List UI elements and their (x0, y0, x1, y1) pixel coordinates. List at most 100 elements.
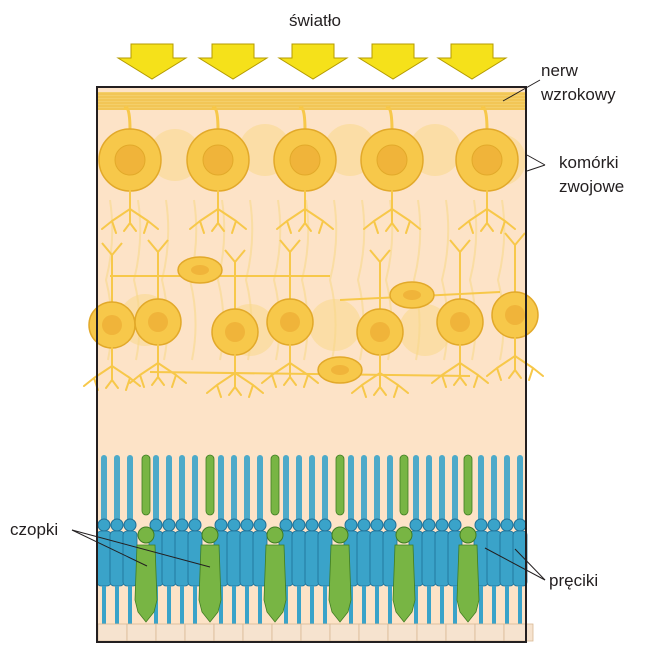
rod-nucleus (383, 518, 397, 532)
ganglion-leader-top (526, 154, 546, 166)
rod-nucleus (357, 518, 371, 532)
rod-inner-segment (239, 530, 255, 587)
rod-nucleus (448, 518, 462, 532)
ganglion-nucleus (289, 144, 321, 176)
photoreceptor-layer (96, 454, 528, 624)
rod-tip (440, 586, 444, 624)
rod-nucleus (214, 518, 228, 532)
bipolar-nucleus (148, 312, 168, 332)
bipolar-dendrite (101, 242, 123, 303)
pigment-cell (503, 623, 534, 642)
ganglion-axon (211, 106, 220, 131)
rod-nucleus (97, 518, 111, 532)
rod-tip (362, 586, 366, 624)
bipolar-terminal (129, 344, 187, 388)
rod-tip (505, 586, 509, 624)
pigment-cell (474, 623, 505, 642)
rod-tip (492, 586, 496, 624)
rod-outer-segment (257, 455, 263, 525)
rod-nucleus (292, 518, 306, 532)
cone-nucleus (395, 526, 413, 544)
ganglion-nucleus (202, 144, 234, 176)
optic-nerve-label-line2: wzrokowy (540, 85, 616, 104)
rod-nucleus (513, 518, 527, 532)
cone-outer-segment (141, 454, 151, 516)
pigment-cell (97, 623, 128, 642)
rod-tip (115, 586, 119, 624)
horizontal-nucleus (403, 290, 421, 300)
rod-nucleus (487, 518, 501, 532)
cone-outer-segment (399, 454, 409, 516)
rod-inner-segment (96, 530, 112, 587)
pigment-cell (358, 623, 389, 642)
ganglion-nucleus (376, 144, 408, 176)
cone-outer-segment (335, 454, 345, 516)
rod-outer-segment (426, 455, 432, 525)
cone-nucleus (459, 526, 477, 544)
rod-tip (349, 586, 353, 624)
rod-inner-segment (421, 530, 437, 587)
rod-outer-segment (296, 455, 302, 525)
rod-tip (323, 586, 327, 624)
cone-outer-segment (205, 454, 215, 516)
bipolar-nucleus (450, 312, 470, 332)
rod-nucleus (227, 518, 241, 532)
bipolar-terminal (431, 344, 489, 388)
rod-outer-segment (374, 455, 380, 525)
rod-outer-segment (127, 455, 133, 525)
rod-tip (128, 586, 132, 624)
faded-dendrite (412, 199, 422, 361)
ganglion-axon (480, 106, 489, 131)
rod-nucleus (110, 518, 124, 532)
rod-tip (453, 586, 457, 624)
bipolar-dendrite (504, 232, 526, 293)
optic-nerve-label-line1: nerw (541, 61, 579, 80)
horizontal-process (149, 371, 471, 377)
rod-inner-segment (161, 530, 177, 587)
retina-border (96, 86, 527, 643)
bipolar-dendrite (224, 249, 246, 310)
rod-inner-segment (512, 530, 528, 587)
nerve-fiber-band (98, 92, 525, 110)
rod-leader-1 (484, 547, 546, 581)
rod-nucleus (240, 518, 254, 532)
cone-nucleus (137, 526, 155, 544)
rod-nucleus (500, 518, 514, 532)
cone-outer-segment (463, 454, 473, 516)
rod-leader-2 (514, 548, 546, 581)
pigment-cell (155, 623, 186, 642)
pigment-cell (213, 623, 244, 642)
horizontal-nucleus (191, 265, 209, 275)
rod-outer-segment (283, 455, 289, 525)
ganglion-cell-layer (98, 106, 519, 234)
rod-inner-segment (486, 530, 502, 587)
rod-tip (258, 586, 262, 624)
rod-nucleus (370, 518, 384, 532)
rod-outer-segment (192, 455, 198, 525)
pigment-cell (329, 623, 360, 642)
rod-outer-segment (218, 455, 224, 525)
cone-leader-2 (71, 529, 211, 568)
rod-outer-segment (114, 455, 120, 525)
cone-inner-segment (134, 544, 158, 623)
ganglion-dendrites (458, 190, 516, 234)
rod-tip (167, 586, 171, 624)
rod-nucleus (435, 518, 449, 532)
pigment-cell (387, 623, 418, 642)
cone-inner-segment (328, 544, 352, 623)
optic-nerve-leader (502, 79, 541, 102)
rod-outer-segment (452, 455, 458, 525)
rod-tip (427, 586, 431, 624)
ganglion-nucleus (471, 144, 503, 176)
ganglion-label-line2: zwojowe (559, 177, 624, 196)
rod-outer-segment (322, 455, 328, 525)
rod-nucleus (318, 518, 332, 532)
rod-outer-segment (101, 455, 107, 525)
pigment-cell (416, 623, 447, 642)
rods-label: pręciki (549, 571, 598, 590)
bipolar-nucleus (505, 305, 525, 325)
pigment-cell (300, 623, 331, 642)
cone-leader-1 (71, 529, 148, 567)
pigment-cell (242, 623, 273, 642)
rod-inner-segment (122, 530, 138, 587)
